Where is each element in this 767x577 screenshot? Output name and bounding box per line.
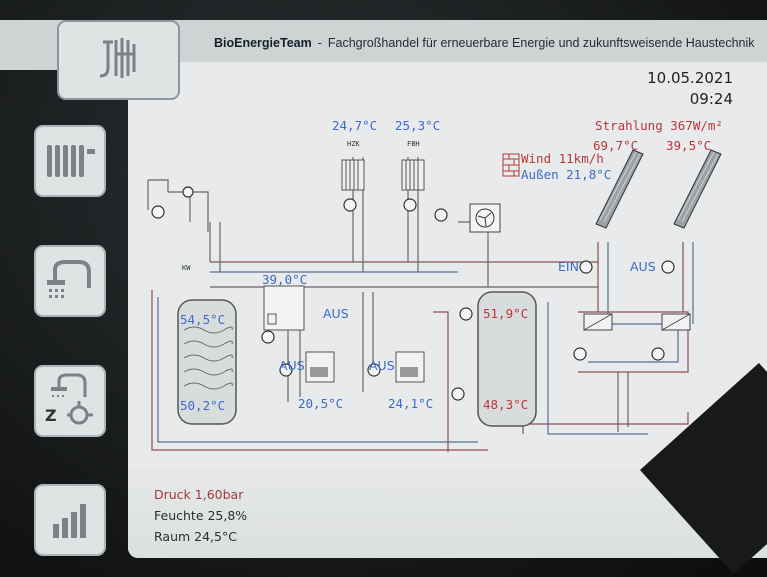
room-temp-readout: Raum 24,5°C bbox=[154, 529, 237, 544]
circulation-label: Z bbox=[45, 406, 57, 425]
storage-top-temp: 51,9°C bbox=[483, 306, 529, 321]
storage-bottom-temp: 48,3°C bbox=[483, 397, 529, 412]
return2-temp: 24,1°C bbox=[388, 396, 434, 411]
circulation-button[interactable]: Z bbox=[34, 365, 106, 437]
radiator-icon bbox=[47, 145, 95, 177]
pressure-readout: Druck 1,60bar bbox=[154, 487, 244, 502]
heating-button[interactable] bbox=[34, 125, 106, 197]
statistics-button[interactable] bbox=[34, 484, 106, 556]
buffer-bottom-temp: 50,2°C bbox=[180, 398, 226, 413]
header-tagline: Fachgroßhandel für erneuerbare Energie u… bbox=[327, 36, 755, 50]
solar1-status: EIN bbox=[558, 259, 579, 274]
storage-tank-right bbox=[477, 291, 537, 427]
collector2-temp: 39,5°C bbox=[666, 138, 712, 153]
radiation-readout: Strahlung 367W/m² bbox=[595, 118, 723, 133]
pump2-status: AUS bbox=[369, 358, 395, 373]
shower-button[interactable] bbox=[34, 245, 106, 317]
status-readouts: Druck 1,60bar Feuchte 25,8% Raum 24,5°C bbox=[154, 484, 247, 547]
shower-icon bbox=[47, 260, 91, 298]
header-separator: - bbox=[317, 36, 322, 50]
supply-temp: 39,0°C bbox=[262, 272, 308, 287]
brand-name: BioEnergieTeam bbox=[214, 36, 312, 50]
buffer-tank-left bbox=[177, 299, 237, 425]
wind-readout: Wind 11km/h bbox=[521, 151, 604, 166]
outside-temp: Außen 21,8°C bbox=[521, 167, 612, 182]
header-title: BioEnergieTeam-Fachgroßhandel für erneue… bbox=[214, 36, 755, 50]
home-logo-icon bbox=[99, 38, 135, 78]
solar-collectors bbox=[595, 149, 722, 229]
kw-label: KW bbox=[182, 264, 191, 272]
bar-chart-icon bbox=[53, 504, 86, 538]
hzk-temp: 24,7°C bbox=[332, 118, 378, 133]
boiler-status: AUS bbox=[323, 306, 349, 321]
pump1-status: AUS bbox=[279, 358, 305, 373]
fbh-temp: 25,3°C bbox=[395, 118, 441, 133]
return1-temp: 20,5°C bbox=[298, 396, 344, 411]
collector1-temp: 69,7°C bbox=[593, 138, 639, 153]
solar2-status: AUS bbox=[630, 259, 656, 274]
hot-water-circulation-icon: Z bbox=[45, 373, 93, 425]
hzk-label: HZK bbox=[347, 140, 360, 148]
home-logo-button[interactable] bbox=[57, 20, 180, 100]
hydraulic-schematic bbox=[147, 149, 722, 452]
date-text: 10.05.2021 bbox=[647, 69, 733, 87]
buffer-top-temp: 54,5°C bbox=[180, 312, 226, 327]
fbh-label: FBH bbox=[407, 140, 420, 148]
time-text: 09:24 bbox=[689, 90, 733, 108]
humidity-readout: Feuchte 25,8% bbox=[154, 508, 248, 523]
date-time: 10.05.2021 09:24 bbox=[647, 68, 733, 110]
